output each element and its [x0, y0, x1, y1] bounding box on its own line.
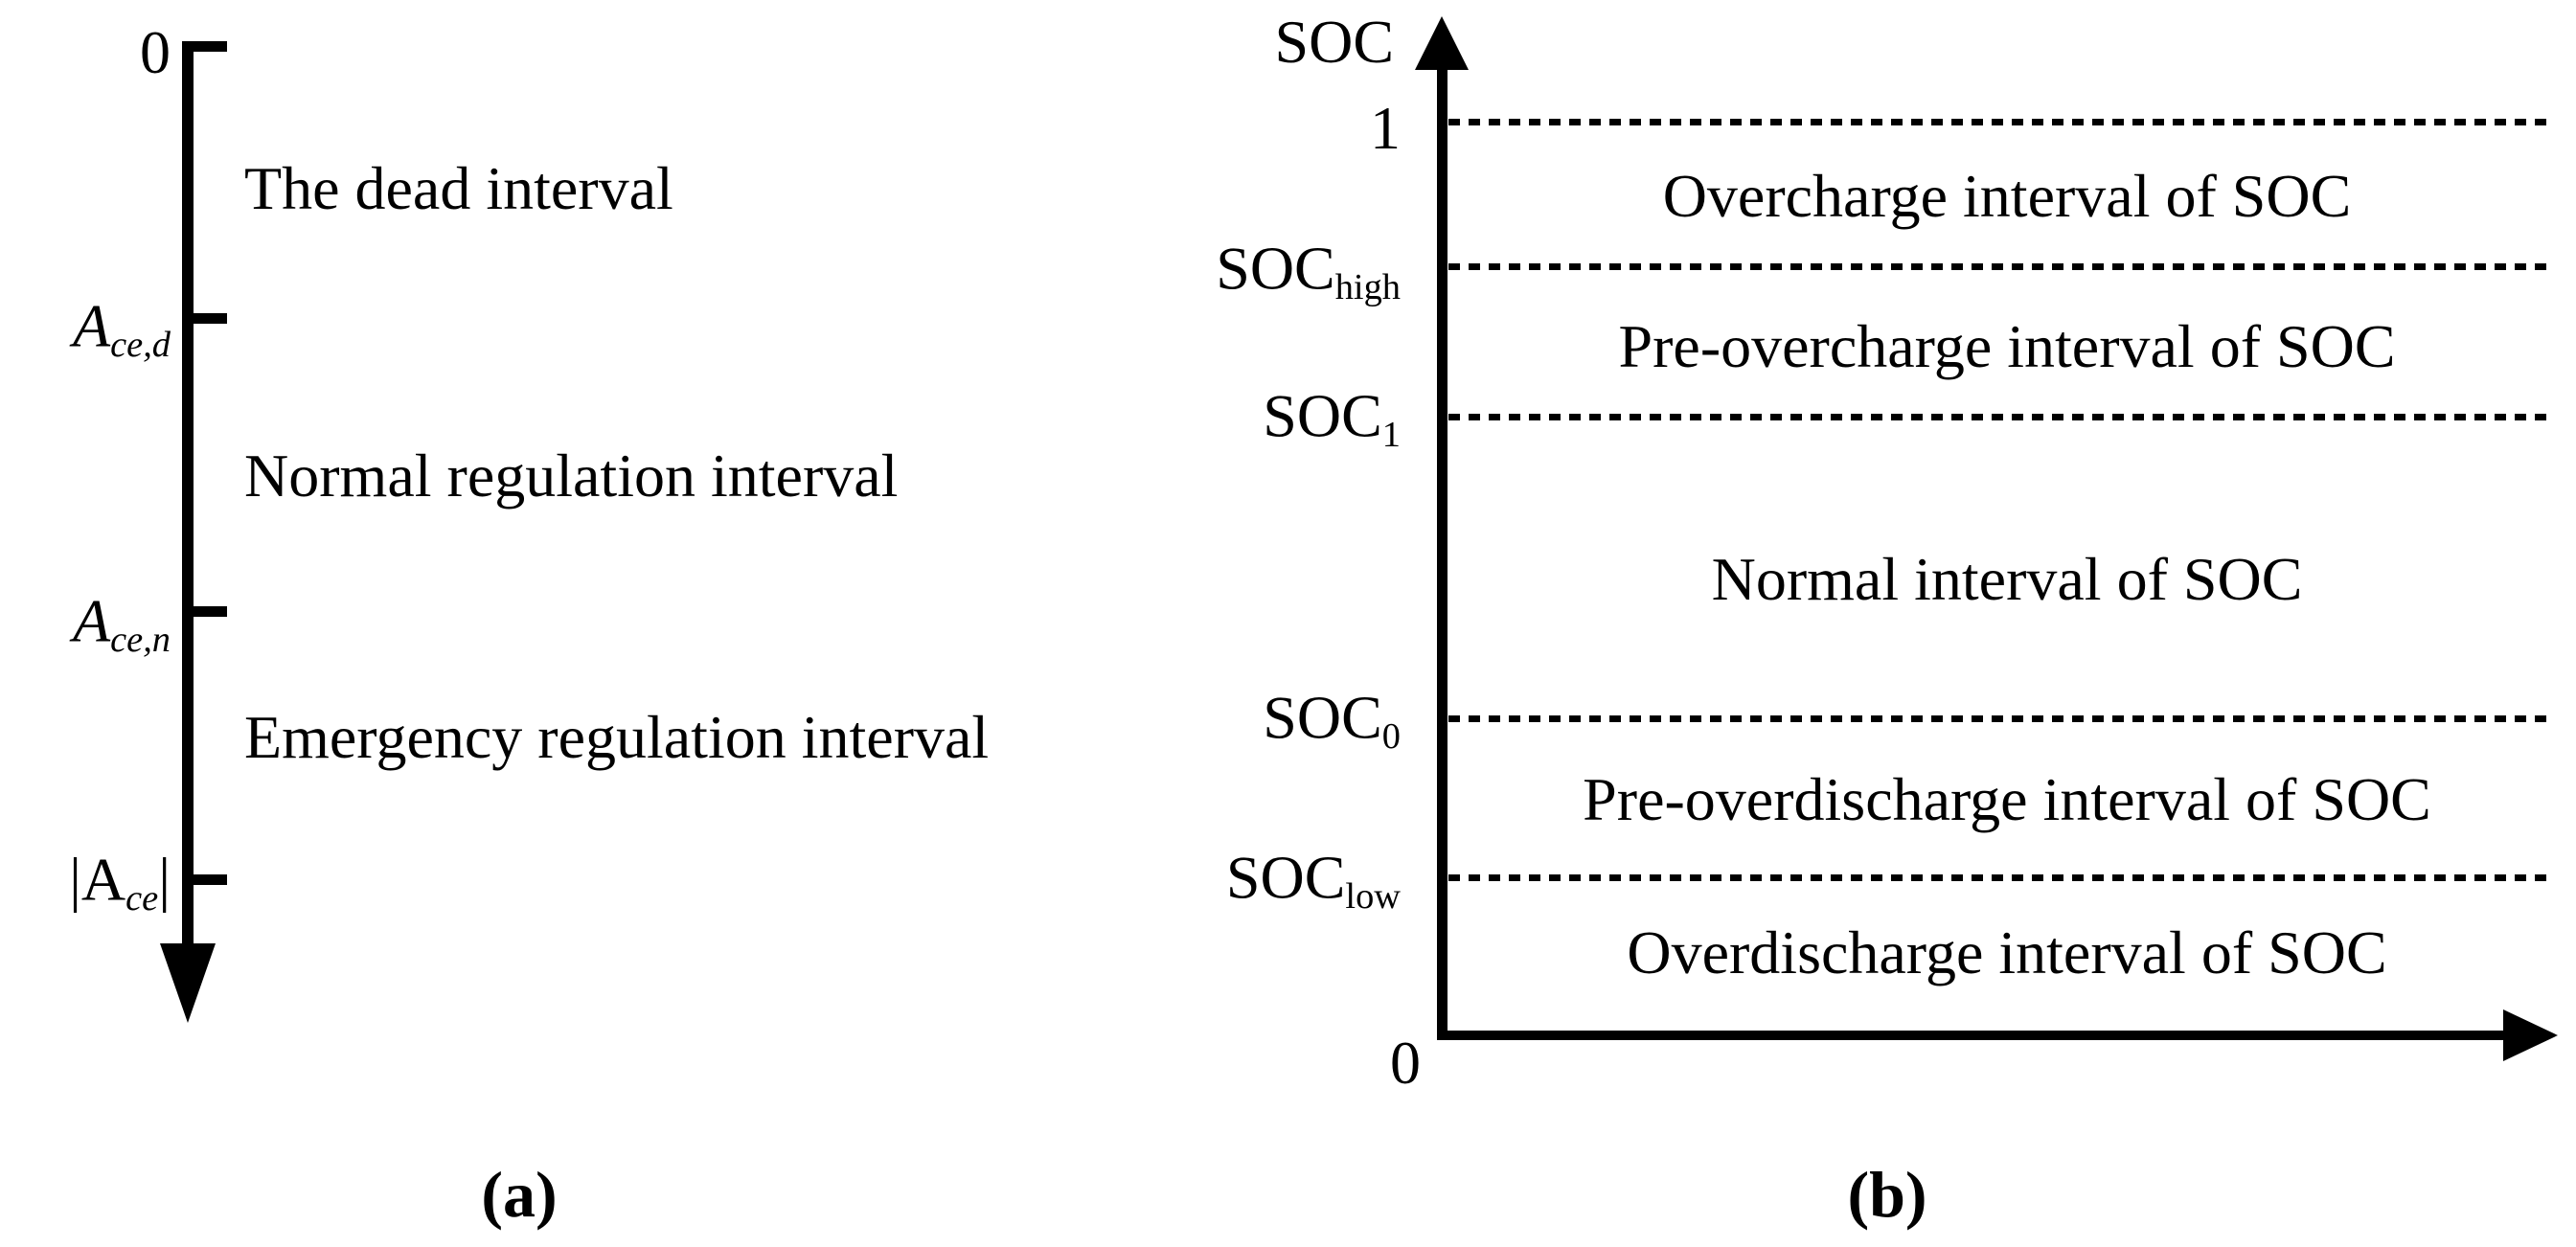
tick-label-text: 1: [1370, 94, 1401, 162]
axis-label-subscript: ce,d: [110, 325, 171, 366]
panel-a-interval-label-emergency: Emergency regulation interval: [244, 703, 990, 771]
up-arrowhead-icon: [1415, 16, 1469, 70]
tick-label-text: SOC: [1225, 843, 1346, 912]
dotted-line-soc-high: [1448, 263, 2546, 270]
panel-a-axis-label-ace-d: Ace,d: [73, 295, 171, 363]
dotted-line-soc-low: [1448, 874, 2546, 881]
panel-a-tick-ace-d: [182, 313, 227, 324]
panel-a-axis-label-ace-n: Ace,n: [73, 590, 171, 658]
panel-a-tick-zero: [182, 41, 227, 52]
tick-label-text: SOC: [1263, 683, 1382, 752]
dotted-line-soc-upper: [1448, 414, 2546, 420]
panel-b-horizontal-axis-line: [1437, 1031, 2503, 1040]
panel-b-caption: (b): [1847, 1158, 1927, 1231]
panel-b-vertical-axis-line: [1437, 57, 1448, 1040]
panel-b-origin-label: 0: [1390, 1029, 1421, 1097]
axis-label-text: A: [73, 291, 111, 360]
down-arrowhead-icon: [160, 943, 216, 1023]
panel-a-axis-label-ace-abs: |Ace|: [69, 849, 171, 917]
axis-label-text: A: [73, 586, 111, 655]
dotted-line-soc-1: [1448, 119, 2546, 125]
right-arrowhead-icon: [2503, 1009, 2558, 1061]
tick-label-text: SOC: [1263, 381, 1382, 450]
panel-b-region-label-pre-overdischarge: Pre-overdischarge interval of SOC: [1583, 765, 2431, 833]
panel-b-tick-label-soc-low: SOClow: [1226, 847, 1401, 915]
panel-b-tick-label-one: 1: [1370, 98, 1401, 159]
panel-b-region-label-overdischarge: Overdischarge interval of SOC: [1627, 918, 2387, 986]
axis-label-bar: |: [158, 845, 171, 914]
panel-a-axis-label-zero: 0: [140, 22, 171, 83]
panel-b-tick-label-soc-1: SOC1: [1263, 385, 1401, 453]
tick-label-text: SOC: [1216, 234, 1335, 303]
tick-label-subscript: high: [1334, 267, 1401, 308]
axis-label-subscript: ce: [125, 878, 159, 919]
axis-label-text: A: [80, 845, 126, 914]
panel-a-interval-label-dead: The dead interval: [244, 154, 673, 222]
axis-label-text: 0: [140, 18, 171, 86]
axis-label-subscript: ce,n: [110, 620, 171, 661]
panel-a-tick-ace-abs: [182, 874, 227, 885]
dotted-line-soc-lower: [1448, 715, 2546, 722]
panel-a-interval-label-normal: Normal regulation interval: [244, 442, 899, 510]
panel-b-axis-title: SOC: [1274, 8, 1395, 76]
axis-label-bar: |: [69, 845, 81, 914]
panel-b-region-label-pre-overcharge: Pre-overcharge interval of SOC: [1618, 312, 2396, 380]
tick-label-subscript: 0: [1381, 716, 1401, 758]
panel-a-vertical-axis-line: [182, 41, 194, 951]
tick-label-subscript: 1: [1381, 415, 1401, 456]
panel-b-region-label-normal: Normal interval of SOC: [1711, 545, 2303, 613]
panel-b-tick-label-soc-high: SOChigh: [1216, 238, 1401, 306]
panel-b-region-label-overcharge: Overcharge interval of SOC: [1662, 162, 2352, 230]
panel-a-caption: (a): [481, 1158, 558, 1231]
panel-b-tick-label-soc-0: SOC0: [1263, 687, 1401, 755]
panel-a-tick-ace-n: [182, 606, 227, 617]
tick-label-subscript: low: [1345, 876, 1401, 918]
